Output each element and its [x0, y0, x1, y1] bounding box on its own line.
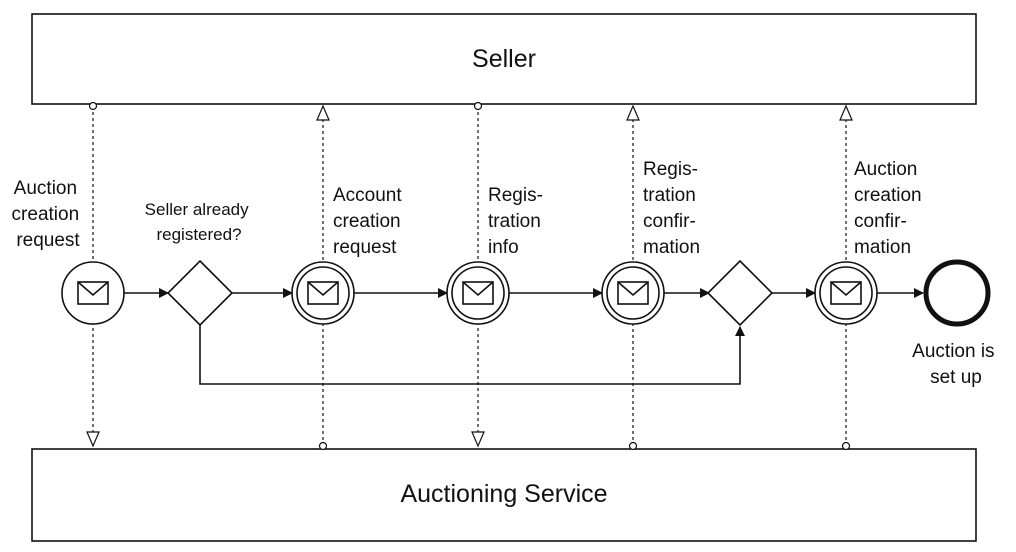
intermediate-event-registration-confirmation	[601, 261, 665, 325]
envelope-icon	[77, 281, 109, 305]
label-auction-confirmation: Auction creation confir- mation	[854, 159, 927, 258]
diamond-icon	[706, 259, 774, 327]
envelope-icon	[830, 281, 862, 305]
end-event	[923, 259, 991, 327]
label-start-event: Auction creation request	[12, 178, 85, 251]
intermediate-event-account-request	[291, 261, 355, 325]
label-registration-info: Regis- tration info	[488, 185, 548, 258]
gateway-merge	[706, 259, 774, 327]
sequence-flows	[124, 288, 924, 385]
pool-seller-label: Seller	[472, 45, 536, 73]
pool-auctioning-service: Auctioning Service	[31, 448, 977, 542]
envelope-icon	[617, 281, 649, 305]
envelope-icon	[307, 281, 339, 305]
start-message-event	[61, 261, 125, 325]
envelope-icon	[462, 281, 494, 305]
label-end-event: Auction is set up	[912, 341, 1000, 388]
pool-auctioning-service-label: Auctioning Service	[400, 480, 607, 508]
end-circle-icon	[923, 259, 991, 327]
intermediate-event-auction-confirmation	[814, 261, 878, 325]
label-registration-confirmation: Regis- tration confir- mation	[643, 159, 703, 258]
gateway-seller-registered	[166, 259, 234, 327]
diamond-icon	[166, 259, 234, 327]
label-gateway-question: Seller already registered?	[145, 200, 254, 244]
intermediate-event-registration-info	[446, 261, 510, 325]
pool-seller: Seller	[31, 13, 977, 105]
label-account-request: Account creation request	[333, 185, 407, 258]
